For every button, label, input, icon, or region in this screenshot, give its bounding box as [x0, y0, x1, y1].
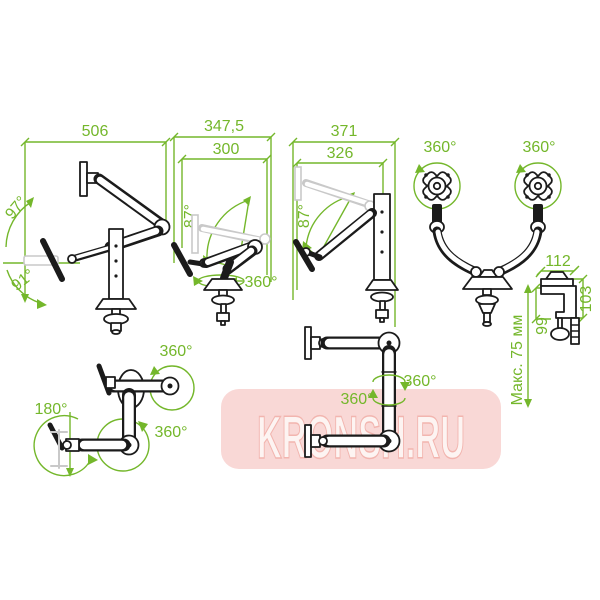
left-vesa-rotation-annotation: 360° — [413, 139, 461, 210]
angle-tilt-annotations: 97° 91° — [2, 193, 80, 309]
diagram-arm-extended-side: 506 97° 91° — [2, 123, 171, 335]
dimension-width-347-5: 347,5 — [169, 118, 276, 282]
left-vesa-plate — [422, 171, 452, 201]
tilted-monitor-plate — [47, 422, 65, 451]
ghost-monitor-plate — [191, 214, 199, 254]
dim-label-326: 326 — [327, 145, 354, 162]
lower-joint-rotation-annotation: 360° — [340, 389, 406, 408]
angle-label-87: 87° — [296, 204, 313, 228]
ghost-vesa-plate — [50, 429, 68, 469]
single-arm-top-line-art — [47, 363, 180, 469]
dimension-max-desk-thickness: Макс. 75 мм — [509, 284, 532, 408]
diagram-clamp-detail: 112 103 99 Макс. 75 мм — [509, 253, 595, 408]
swivel-label-180: 180° — [34, 401, 67, 418]
diagram-dual-arm-top-view: 360° 360° — [304, 326, 437, 458]
rotation-label-360-upper: 360° — [403, 373, 436, 390]
dimension-clamp-112: 112 — [535, 253, 580, 278]
dimension-width-371: 371 — [288, 123, 400, 327]
rotation-label-360-mid: 360° — [154, 424, 187, 441]
angle-label-91: 91° — [8, 266, 38, 294]
right-vesa-rotation-annotation: 360° — [514, 139, 562, 210]
desk-base-flange — [203, 278, 243, 291]
head-bracket-top — [105, 376, 116, 389]
arm-folded-line-art — [171, 214, 271, 326]
monitor-plate-top — [79, 161, 88, 197]
upper-joint-rotation-annotation: 360° — [372, 373, 437, 391]
rotation-label-360: 360° — [244, 274, 277, 291]
dual-arm-line-art — [429, 204, 546, 327]
elbow-rotation-annotation: 360° — [149, 343, 195, 411]
dim-label-506: 506 — [82, 123, 109, 140]
desk-base-flange — [462, 276, 513, 290]
dim-label-112: 112 — [545, 253, 571, 270]
clamp-screw-knob — [550, 327, 570, 341]
ghost-elbow — [259, 233, 271, 245]
tilted-monitor-plate — [171, 242, 193, 277]
dim-label-103: 103 — [578, 286, 595, 313]
rotation-label-360-lower: 360° — [340, 391, 373, 408]
tilted-monitor-plate — [293, 239, 315, 272]
left-head-link — [432, 204, 442, 224]
rotation-label-360-right: 360° — [522, 139, 555, 156]
arm-extended-line-art — [23, 161, 171, 335]
riser — [220, 258, 234, 282]
dual-arm-top-line-art — [304, 326, 401, 458]
base-screw — [216, 312, 230, 322]
ghost-monitor-plate — [294, 166, 302, 201]
max-thickness-label: Макс. 75 мм — [509, 315, 526, 406]
watermark-background — [221, 389, 501, 469]
dim-label-347-5: 347,5 — [204, 118, 244, 135]
riser-pole — [108, 228, 124, 300]
dim-label-99: 99 — [534, 317, 551, 335]
rotation-label-360-top: 360° — [159, 343, 192, 360]
diagram-arm-raised-side: 371 326 87° — [288, 123, 400, 327]
dimension-width-300: 300 — [177, 141, 272, 275]
head-joint — [67, 254, 77, 264]
dim-label-371: 371 — [331, 123, 358, 140]
diagram-arm-folded-side: 347,5 300 87° 360° — [169, 118, 278, 326]
right-head-link — [533, 204, 543, 224]
diagram-single-arm-top-view: 360° 180° 360° — [33, 343, 195, 477]
clamp-line-art — [540, 271, 580, 345]
rotation-label-360-left: 360° — [423, 139, 456, 156]
base-screw — [375, 309, 389, 319]
clamp-dome — [545, 271, 569, 280]
clamp-body — [540, 285, 577, 319]
angle-label-97: 97° — [2, 193, 31, 222]
tilted-monitor-plate — [40, 238, 65, 282]
gas-spring-column — [373, 193, 391, 281]
arm-raised-line-art — [293, 166, 399, 323]
dim-label-300: 300 — [213, 141, 240, 158]
right-vesa-plate — [523, 171, 553, 201]
diagram-dual-arm-front: 360° 360° — [413, 139, 562, 327]
desk-base-flange — [95, 298, 137, 310]
desk-base-flange — [365, 279, 399, 291]
base-screw — [478, 303, 496, 314]
